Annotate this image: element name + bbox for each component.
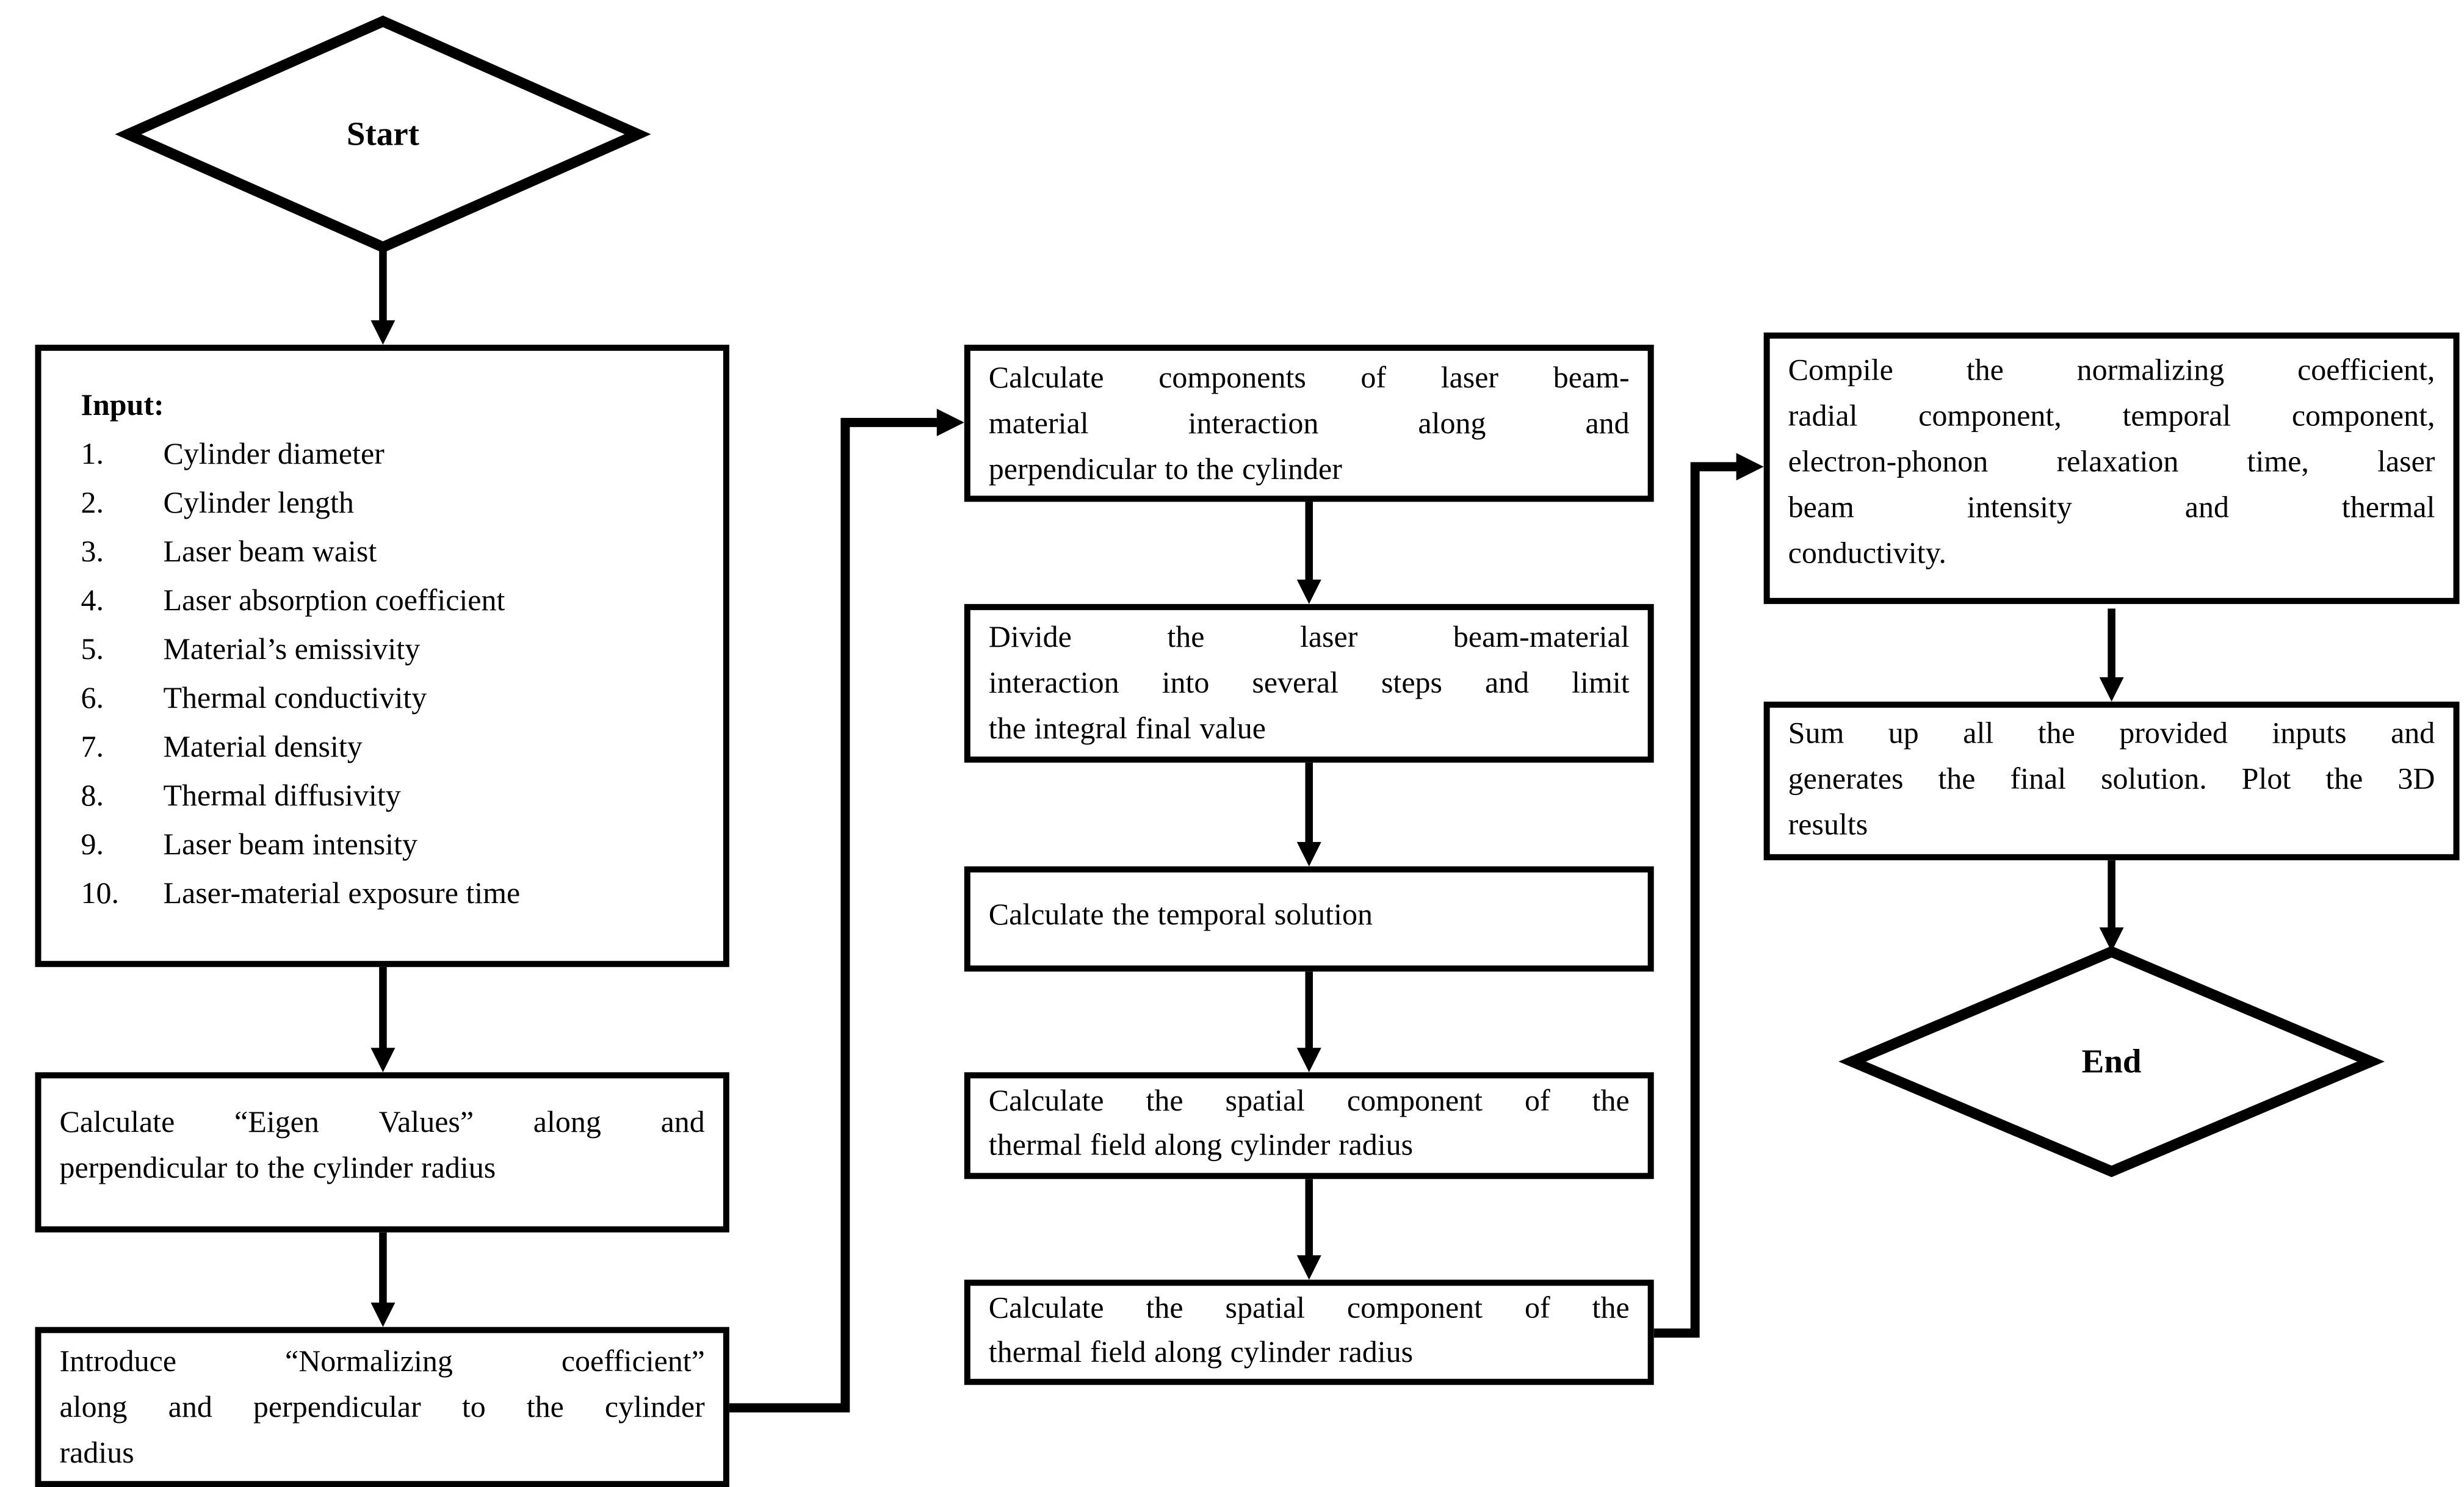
input-box: Input: 1.Cylinder diameter 2.Cylinder len… (35, 344, 729, 967)
input-row: 7.Material density (81, 730, 363, 765)
arrow-spatial1-to-spatial2 (1296, 1179, 1321, 1280)
arrow-sum-to-end (2099, 860, 2124, 952)
start-label: Start (346, 114, 419, 153)
input-row: 3.Laser beam waist (81, 535, 377, 569)
input-row: 8.Thermal diffusivity (81, 779, 401, 813)
input-row: 6.Thermal conductivity (81, 682, 427, 716)
input-row: 5.Material’s emissivity (81, 633, 421, 667)
end-diamond (1838, 946, 2385, 1178)
arrow-eigen-to-normalizing (370, 1232, 396, 1327)
arrow-input-to-eigen (370, 967, 396, 1073)
arrow-start-to-input (370, 247, 396, 345)
input-list: 1.Cylinder diameter 2.Cylinder length 3.La… (81, 430, 698, 918)
arrow-compile-to-sum (2099, 608, 2124, 702)
arrow-temporal-to-spatial1 (1296, 971, 1321, 1073)
input-row: 2.Cylinder length (81, 486, 354, 520)
input-row: 10.Laser-material exposure time (81, 877, 521, 911)
input-row: 4.Laser absorption coefficient (81, 584, 505, 618)
arrow-components-to-divide (1296, 502, 1321, 604)
connector-spatial2-to-compile (1653, 453, 1764, 1338)
connector-normalizing-to-components (729, 408, 964, 1413)
input-title: Input: (81, 389, 164, 423)
input-row: 1.Cylinder diameter (81, 437, 385, 472)
end-label: End (2081, 1042, 2142, 1080)
arrow-divide-to-temporal (1296, 762, 1321, 866)
input-row: 9.Laser beam intensity (81, 828, 417, 862)
